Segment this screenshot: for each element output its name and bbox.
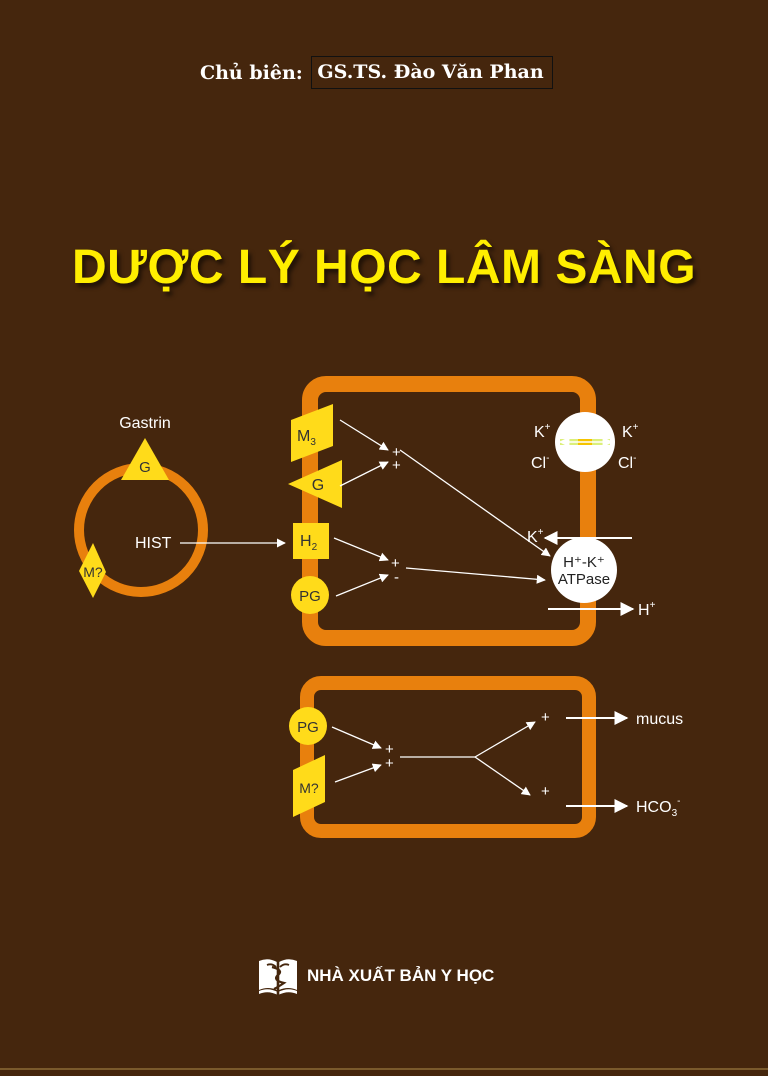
author-prefix: Chủ biên: <box>200 61 303 84</box>
minus-sign-pg: - <box>394 569 399 586</box>
muscarinic-receptor-ecl-label: M? <box>83 564 103 580</box>
gastrin-receptor-label: G <box>139 459 151 476</box>
cl-right-main: Cl <box>618 455 633 472</box>
plus-sign-gastrin: + <box>392 457 401 474</box>
mucus-label: mucus <box>636 711 683 728</box>
gastrin-label: Gastrin <box>119 415 171 432</box>
plus-sign-mucus: + <box>541 709 550 726</box>
k-right-main: K <box>622 424 633 441</box>
hco3-branch-arrow <box>474 756 531 796</box>
gastrin-receptor-parietal <box>288 460 342 508</box>
h-out-main: H <box>638 602 650 619</box>
h-out-label: H+ <box>638 600 656 619</box>
bottom-divider <box>0 1068 768 1070</box>
hco3-sup: - <box>677 796 680 807</box>
pg-receptor-parietal-label: PG <box>299 588 321 605</box>
plus-sign-m3: + <box>392 444 401 461</box>
cl-right-sup: - <box>633 453 636 464</box>
pg-arrow <box>335 573 389 597</box>
k-in-main: K <box>527 529 538 546</box>
h2-label: H2 <box>300 533 318 553</box>
mucous-cell <box>300 676 596 838</box>
pg-receptor-mucous-label: PG <box>297 719 319 736</box>
publisher: NHÀ XUẤT BẢN Y HỌC <box>255 953 494 999</box>
publisher-logo-icon <box>259 954 297 996</box>
plus-sign-hco3: + <box>541 783 550 800</box>
h-out-sup: + <box>650 600 656 611</box>
proton-pump <box>551 537 617 603</box>
author-line: Chủ biên: GS.TS. Đào Văn Phan <box>200 56 553 89</box>
gastrin-receptor-triangle <box>121 438 169 480</box>
m3-receptor <box>291 404 333 462</box>
mucus-branch-arrow <box>474 721 536 758</box>
k-left-sup: + <box>545 422 551 433</box>
m-mucous-arrow <box>334 763 382 783</box>
plus-sign-m-mucous: + <box>385 755 394 772</box>
k-left-main: K <box>534 424 545 441</box>
pg-mucous-arrow <box>331 726 382 749</box>
h2-main: H <box>300 533 312 550</box>
k-in-label: K+ <box>527 527 544 546</box>
publisher-name: NHÀ XUẤT BẢN Y HỌC <box>307 966 495 985</box>
muscarinic-receptor-ecl <box>79 543 106 598</box>
hco3-label: HCO3- <box>636 796 680 819</box>
m3-main: M <box>297 428 310 445</box>
h2-arrow <box>333 537 389 562</box>
parietal-cell <box>302 376 596 646</box>
k-in-sup: + <box>538 527 544 538</box>
cl-left-sup: - <box>546 453 549 464</box>
cl-left-main: Cl <box>531 455 546 472</box>
book-title: DƯỢC LÝ HỌC LÂM SÀNG <box>71 241 697 294</box>
cl-left-label: Cl- <box>531 453 549 472</box>
h2-receptor <box>293 523 329 559</box>
m3-label: M3 <box>297 428 316 448</box>
m3-arrow <box>339 419 389 451</box>
muscarinic-receptor-mucous-label: M? <box>299 780 319 796</box>
plus-sign-h2: + <box>391 555 400 572</box>
gastrin-arrow <box>339 461 389 487</box>
k-right-sup: + <box>633 422 639 433</box>
author-name: GS.TS. Đào Văn Phan <box>311 56 553 89</box>
hco3-main: HCO <box>636 799 672 816</box>
k-right-label: K+ <box>622 422 639 441</box>
pg-receptor-mucous <box>289 707 327 745</box>
plus-sign-pg-mucous: + <box>385 741 394 758</box>
muscarinic-receptor-mucous <box>293 755 325 817</box>
atpase-line-2: ATPase <box>558 571 610 588</box>
h2-sub: 2 <box>312 542 318 553</box>
m3-sub: 3 <box>310 437 316 448</box>
atpase-line-1: H⁺-K⁺ <box>563 554 605 571</box>
m3-gastrin-to-pump-arrow <box>399 449 551 557</box>
hist-label: HIST <box>135 535 172 552</box>
gastrin-receptor-parietal-label: G <box>312 477 324 494</box>
pg-receptor-parietal <box>291 576 329 614</box>
h2-pg-to-pump-arrow <box>405 567 546 584</box>
cl-right-label: Cl- <box>618 453 636 472</box>
k-left-label: K+ <box>534 422 551 441</box>
hco3-sub: 3 <box>672 808 678 819</box>
